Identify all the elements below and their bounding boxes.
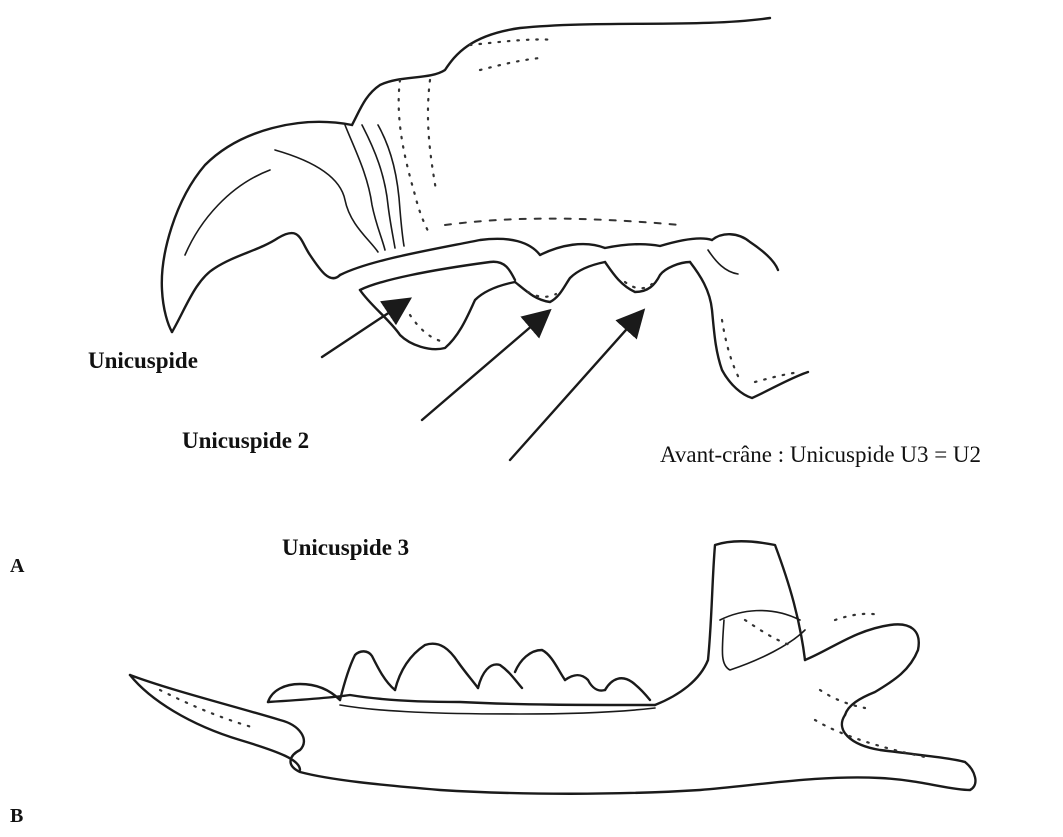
pointer-arrows — [322, 300, 642, 460]
unicuspide-2-label: Unicuspide 2 — [182, 428, 309, 454]
rostrum-outline — [162, 18, 770, 332]
unicuspide-label: Unicuspide — [88, 348, 198, 374]
panel-label-a: A — [10, 555, 24, 578]
caption-text: Avant-crâne : Unicuspide U3 = U2 — [660, 442, 981, 468]
mandible-stipple — [160, 614, 930, 758]
mandible-outline — [130, 541, 975, 794]
panel-label-b: B — [10, 805, 23, 828]
unicuspide-3-label: Unicuspide 3 — [282, 535, 409, 561]
